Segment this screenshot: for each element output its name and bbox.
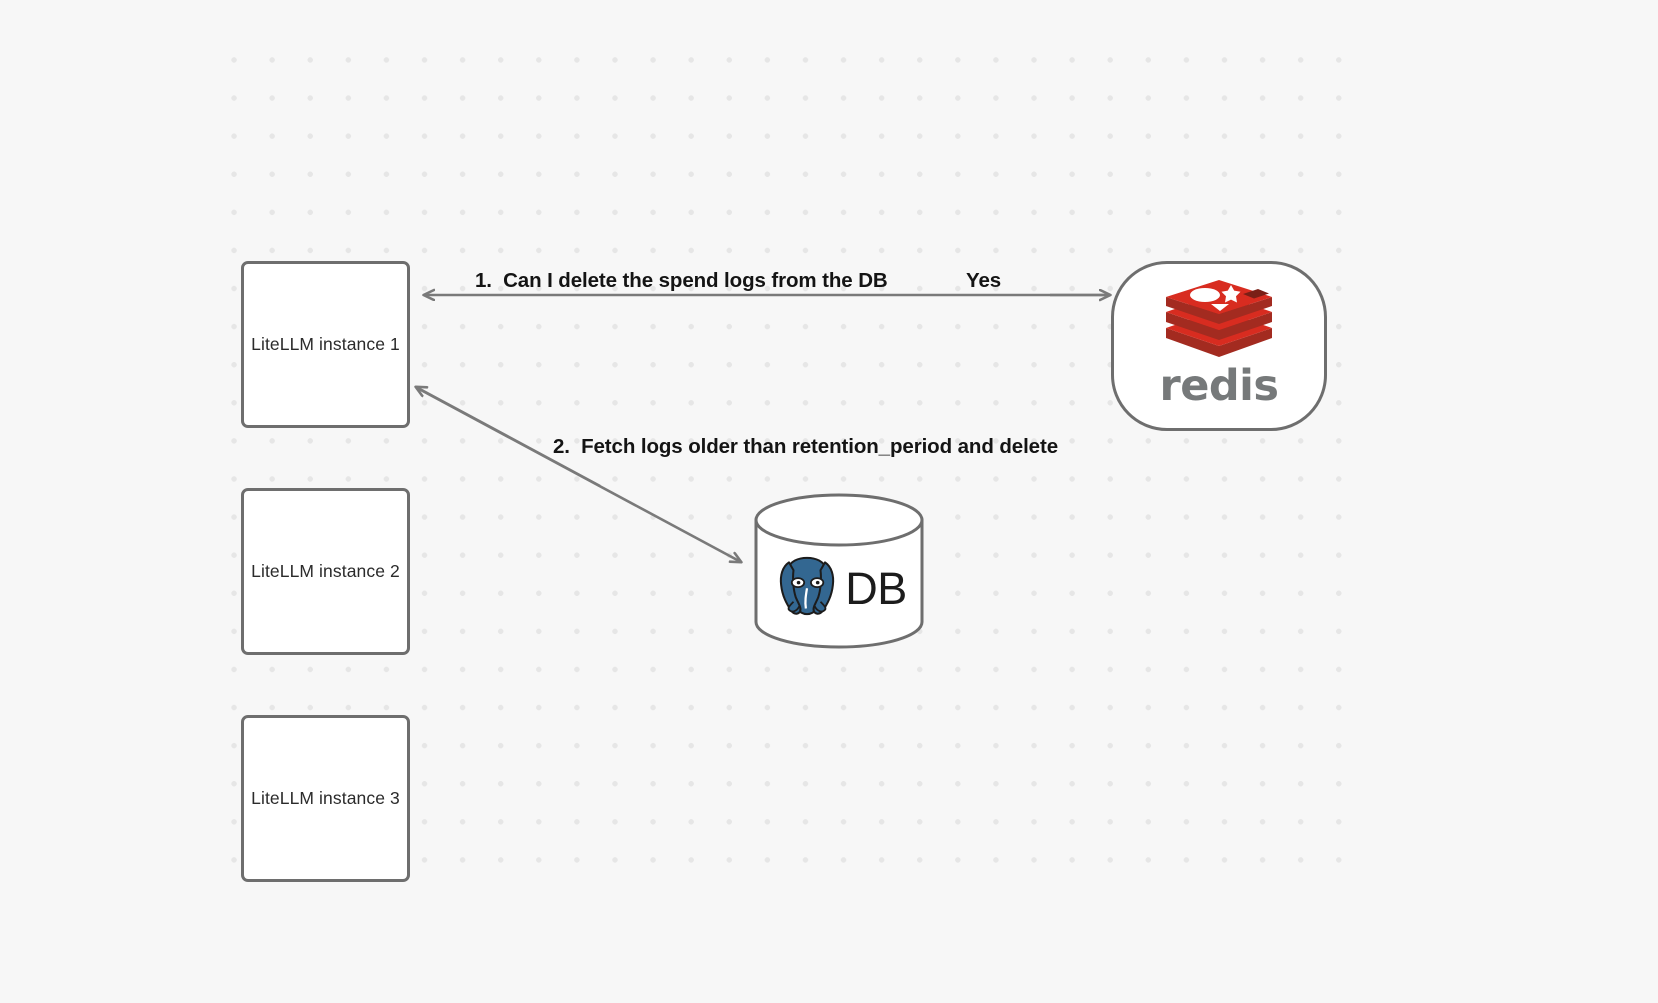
node-label: LiteLLM instance 3 (251, 788, 400, 808)
node-litellm-instance-3[interactable]: LiteLLM instance 3 (241, 715, 410, 882)
node-litellm-instance-1[interactable]: LiteLLM instance 1 (241, 261, 410, 428)
node-label: LiteLLM instance 1 (251, 334, 400, 354)
edge-label-step-2: 2. Fetch logs older than retention_perio… (553, 435, 1058, 458)
node-redis[interactable]: redis (1111, 261, 1327, 431)
edge-label-step-1: 1. Can I delete the spend logs from the … (475, 269, 888, 292)
node-label: LiteLLM instance 2 (251, 561, 400, 581)
edge-label-yes: Yes (966, 269, 1002, 292)
redis-wordmark-label: redis (1159, 361, 1279, 411)
db-label: DB (845, 562, 907, 614)
node-database[interactable]: DB (753, 493, 925, 649)
node-litellm-instance-2[interactable]: LiteLLM instance 2 (241, 488, 410, 655)
postgresql-elephant-icon (771, 550, 843, 627)
redis-logo-icon (1161, 280, 1277, 363)
